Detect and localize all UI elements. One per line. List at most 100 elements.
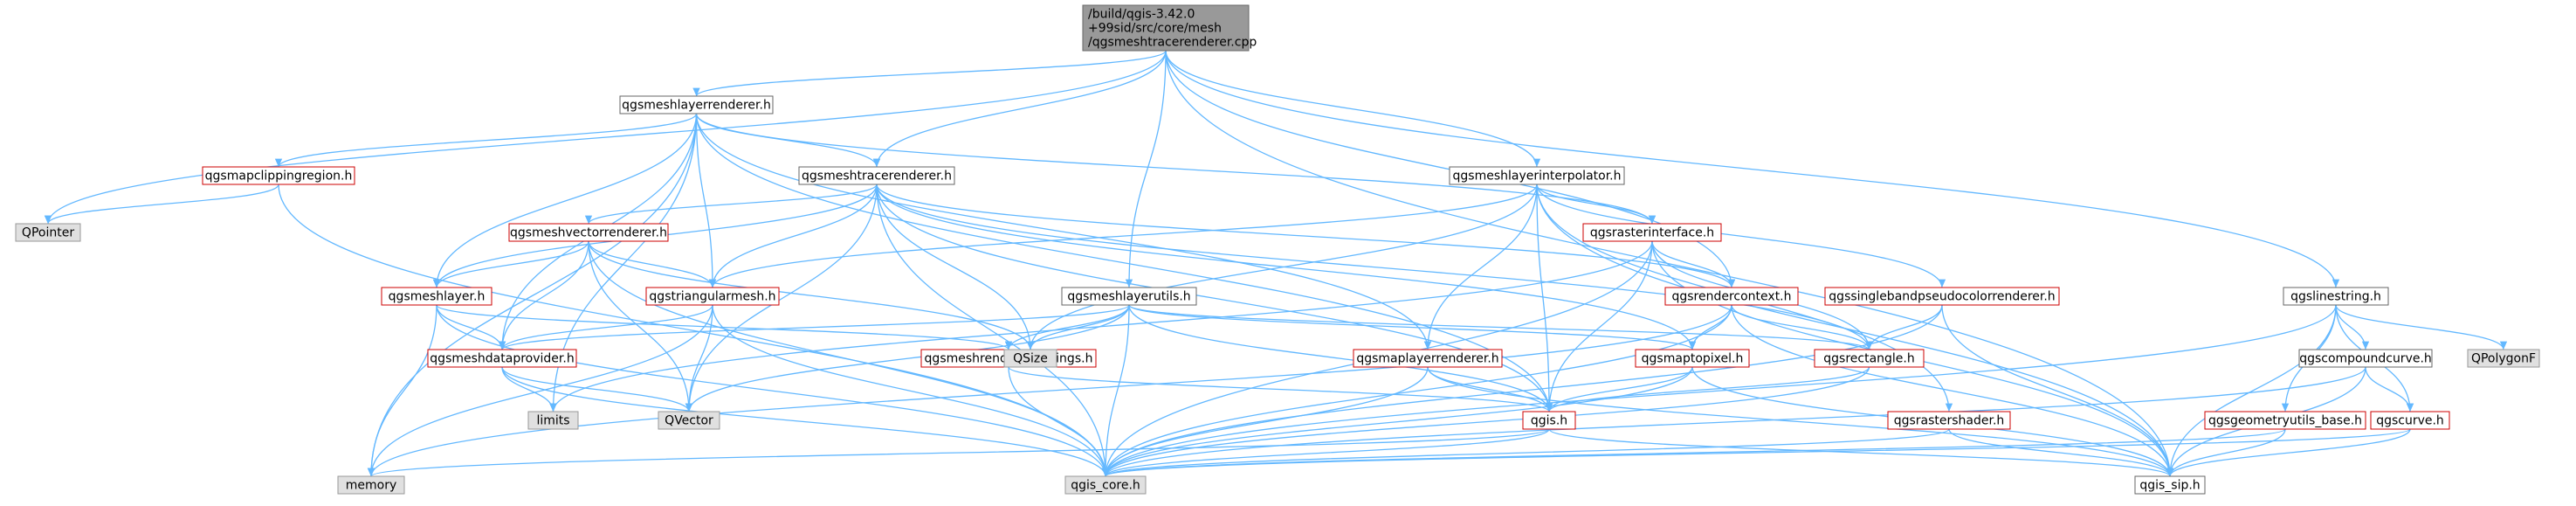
edge-maptopixel-to-qgis_core xyxy=(1101,366,1693,477)
node-meshlayerinterpolator[interactable]: qgsmeshlayerinterpolator.h xyxy=(1449,166,1625,185)
edge-line xyxy=(1101,304,1130,477)
edge-mapclippingregion-to-qgis_core xyxy=(278,184,1110,477)
edge-meshtracerenderer-to-meshvectorrenderer xyxy=(584,184,878,225)
node-label: qgis_core.h xyxy=(1071,479,1140,493)
edge-line xyxy=(368,428,1550,477)
node-meshlayerrenderer[interactable]: qgsmeshlayerrenderer.h xyxy=(619,95,774,114)
node-box xyxy=(15,223,81,242)
node-box xyxy=(1635,349,1750,368)
node-rasterinterface[interactable]: qgsrasterinterface.h xyxy=(1582,223,1722,242)
edge-meshrenderersettings-to-qgis_core xyxy=(1008,366,1110,477)
edge-line xyxy=(2166,428,2411,477)
node-meshtracerenderer[interactable]: qgsmeshtracerenderer.h xyxy=(798,166,955,185)
edge-line xyxy=(588,240,1110,477)
edge-meshdataprovider-to-qgis_core xyxy=(501,366,1110,477)
edge-line xyxy=(1102,428,1550,477)
node-meshlayerutils[interactable]: qgsmeshlayerutils.h xyxy=(1061,287,1197,306)
edge-line xyxy=(1165,50,1736,288)
edge-line xyxy=(1102,428,1950,477)
edge-qgis-to-memory xyxy=(368,428,1550,477)
node-singleband[interactable]: qgssinglebandpseudocolorrenderer.h xyxy=(1824,287,2060,306)
edge-line xyxy=(1101,366,1429,477)
edge-meshvectorrenderer-to-meshlayer xyxy=(432,240,589,288)
edge-line xyxy=(685,184,878,412)
edge-meshlayerinterpolator-to-maplayerrenderer xyxy=(1423,184,1538,350)
node-label: memory xyxy=(346,479,397,493)
node-rendercontext[interactable]: qgsrendercontext.h xyxy=(1664,287,1799,306)
edge-meshlayerinterpolator-to-triangularmesh xyxy=(708,184,1538,288)
edge-line xyxy=(1548,428,2173,477)
edge-linestring-to-compoundcurve xyxy=(2335,304,2370,350)
node-qgis[interactable]: qgis.h xyxy=(1522,411,1576,430)
edge-line xyxy=(367,113,698,477)
node-qpointer[interactable]: QPointer xyxy=(15,223,81,242)
edge-line xyxy=(549,240,1653,412)
node-meshlayer[interactable]: qgsmeshlayer.h xyxy=(381,287,492,306)
node-box xyxy=(527,411,579,430)
node-geometryutils[interactable]: qgsgeometryutils_base.h xyxy=(2204,411,2366,430)
edge-line xyxy=(1427,366,2174,477)
node-meshdataprovider[interactable]: qgsmeshdataprovider.h xyxy=(427,349,577,368)
edge-line xyxy=(1423,184,1538,350)
node-mapclippingregion[interactable]: qgsmapclippingregion.h xyxy=(202,166,355,185)
edge-line xyxy=(1545,366,1693,412)
node-triangularmesh[interactable]: qgstriangularmesh.h xyxy=(645,287,780,306)
node-curve[interactable]: qgscurve.h xyxy=(2370,411,2450,430)
edge-line xyxy=(695,113,717,288)
edge-meshlayerinterpolator-to-qsize xyxy=(1026,184,1538,350)
edge-meshvectorrenderer-to-meshdataprovider xyxy=(498,240,589,350)
edge-line xyxy=(1536,184,2174,477)
node-qsize[interactable]: QSize xyxy=(1003,349,1057,368)
node-meshvectorrenderer[interactable]: qgsmeshvectorrenderer.h xyxy=(508,223,669,242)
node-qvector[interactable]: QVector xyxy=(658,411,720,430)
node-rastershader[interactable]: qgsrastershader.h xyxy=(1887,411,2011,430)
node-qgis_sip[interactable]: qgis_sip.h xyxy=(2134,475,2206,495)
node-label: QVector xyxy=(665,414,713,428)
node-compoundcurve[interactable]: qgscompoundcurve.h xyxy=(2298,349,2433,368)
edge-line xyxy=(498,240,589,350)
node-box xyxy=(645,287,780,306)
node-rectangle[interactable]: qgsrectangle.h xyxy=(1814,349,1925,368)
edge-line xyxy=(499,304,1130,350)
node-box xyxy=(381,287,492,306)
edge-meshlayerrenderer-to-meshlayer xyxy=(432,113,698,288)
node-maptopixel[interactable]: qgsmaptopixel.h xyxy=(1635,349,1750,368)
edge-root-to-rendercontext xyxy=(1165,50,1736,288)
node-label: /build/qgis-3.42.0 xyxy=(1088,8,1195,22)
edge-root-to-meshtracerenderer xyxy=(872,50,1167,168)
node-qgis_core[interactable]: qgis_core.h xyxy=(1064,475,1147,495)
node-qpolygonf[interactable]: QPolygonF xyxy=(2467,349,2540,368)
node-box xyxy=(2298,349,2433,368)
edge-meshlayerinterpolator-to-qgis xyxy=(1536,184,1553,412)
edge-line xyxy=(1102,428,2286,477)
edge-meshlayerutils-to-maptopixel xyxy=(1128,304,1696,350)
edge-meshlayerutils-to-meshrenderersettings xyxy=(1004,304,1130,350)
edge-line xyxy=(1102,428,2411,477)
edge-meshlayerrenderer-to-triangularmesh xyxy=(695,113,717,288)
edge-line xyxy=(1101,366,1693,477)
edge-triangularmesh-to-qgis_core xyxy=(712,304,1110,477)
node-label: qgsrasterinterface.h xyxy=(1590,226,1714,240)
edge-meshvectorrenderer-to-triangularmesh xyxy=(588,240,717,288)
node-maplayerrenderer[interactable]: qgsmaplayerrenderer.h xyxy=(1353,349,1503,368)
edge-line xyxy=(876,184,1035,350)
node-memory[interactable]: memory xyxy=(337,475,405,495)
edge-compoundcurve-to-curve xyxy=(2365,366,2414,412)
edge-linestring-to-qgis_sip xyxy=(2166,304,2337,477)
node-limits[interactable]: limits xyxy=(527,411,579,430)
edge-meshlayerutils-to-rectangle xyxy=(1128,304,1873,350)
edge-rendercontext-to-memory xyxy=(367,304,1732,477)
edge-line xyxy=(876,184,1553,412)
node-box xyxy=(1064,475,1147,495)
node-label: qgsmeshlayerinterpolator.h xyxy=(1453,170,1622,184)
node-linestring[interactable]: qgslinestring.h xyxy=(2283,287,2389,306)
node-label: qgsrendercontext.h xyxy=(1671,290,1791,304)
edge-line xyxy=(1101,304,1732,477)
node-label: qgsrectangle.h xyxy=(1823,352,1914,366)
node-box xyxy=(798,166,955,185)
edge-rectangle-to-qgis_core xyxy=(1101,366,1870,477)
edge-maplayerrenderer-to-qgis_sip xyxy=(1427,366,2174,477)
edge-line xyxy=(1536,184,1656,225)
edge-meshlayerutils-to-qgis_core xyxy=(1101,304,1130,477)
edge-line xyxy=(872,50,1167,168)
